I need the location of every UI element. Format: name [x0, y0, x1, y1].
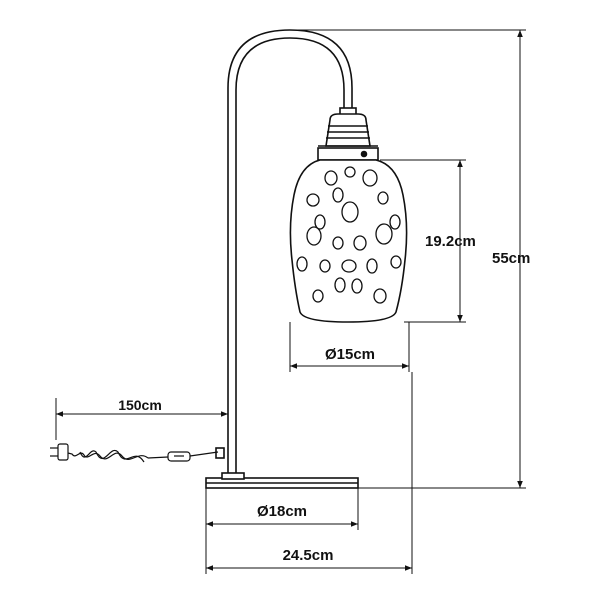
cord-coil [63, 451, 149, 460]
cord-line [189, 451, 219, 457]
total-width-label: 24.5cm [283, 547, 334, 564]
cord-length-label: 150cm [118, 397, 162, 413]
lamp-stem-inner [235, 37, 345, 478]
shade-texture [296, 166, 402, 304]
shade-diameter-label: Ø15cm [325, 346, 375, 363]
plug-icon [57, 443, 69, 461]
lamp [205, 29, 408, 489]
power-cord [50, 443, 219, 463]
total-height-label: 55cm [492, 250, 530, 267]
shade-height-label: 19.2cm [425, 233, 476, 250]
cord-grommet [215, 447, 225, 459]
lamp-socket [317, 107, 379, 161]
base-diameter-label: Ø18cm [257, 503, 307, 520]
